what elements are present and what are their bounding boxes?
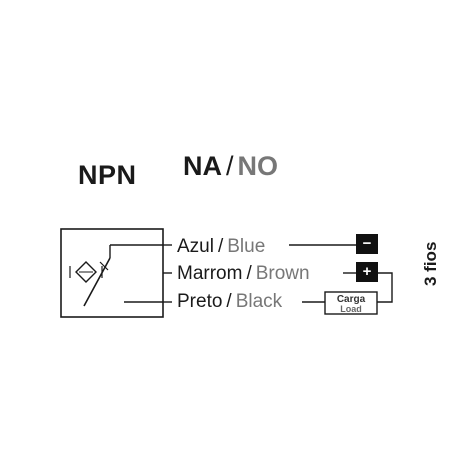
wire-label-en: Brown [255,263,310,284]
minus-icon: − [362,235,372,252]
sensor-symbol-icon [69,261,103,283]
wire-count-label: 3 fios [421,241,440,286]
wire-label-pt: Marrom [177,263,243,284]
mode-separator: / [226,151,234,181]
load-box [324,291,378,315]
wire-label-separator: / [246,263,252,284]
mode-en: NO [237,151,279,181]
switch-contact-icon [83,244,163,307]
wire-label-brown: Marrom/Brown [177,264,310,283]
wire-label-separator: / [226,291,232,312]
output-type-title: NPN [78,160,137,190]
positive-terminal [356,262,378,282]
plus-icon: + [362,263,372,280]
wire-label-pt: Azul [177,236,214,257]
wire-label-separator: / [217,236,224,257]
negative-terminal [356,234,378,254]
mode-pt: NA [183,151,222,181]
load-return-wire [377,272,393,303]
wire-label-blue: Azul/Blue [177,237,265,256]
load-label-en: Load [340,304,362,314]
wire-label-pt: Preto [177,291,223,312]
load-label-pt: Carga [336,294,366,305]
wire-label-en: Blue [227,236,266,257]
wire-label-black: Preto/Black [177,292,282,311]
wire-label-en: Black [235,291,283,312]
contact-mode-title: NA/NO [183,151,278,182]
